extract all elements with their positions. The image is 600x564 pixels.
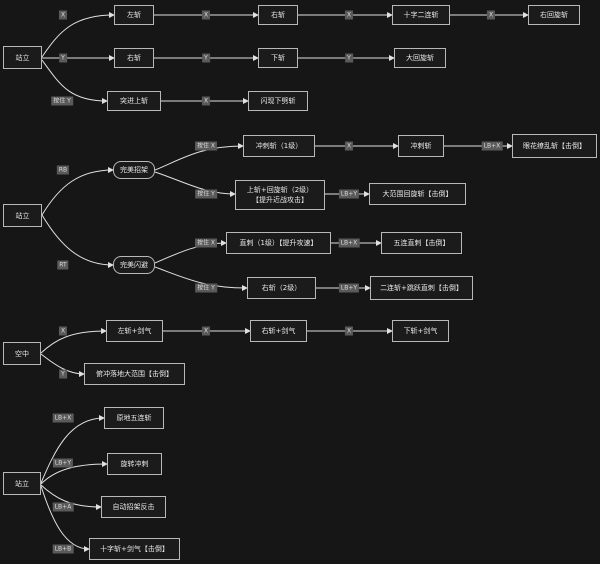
edge-g4-1 bbox=[40, 415, 105, 484]
edge-g4-2 bbox=[40, 461, 108, 485]
edge-g3-4 bbox=[40, 353, 85, 377]
edge-label-g2-9: LB+X bbox=[338, 238, 360, 248]
node-g3-dive-slam: 俯冲落地大范围【击倒】 bbox=[84, 363, 185, 385]
node-g2-perfect-parry: 完美招架 bbox=[113, 161, 155, 179]
edge-g3-1 bbox=[40, 328, 107, 354]
edge-g1-1 bbox=[41, 12, 115, 58]
edge-g2-3 bbox=[154, 143, 244, 171]
edge-label-g1-3: X bbox=[344, 10, 354, 20]
edge-label-g2-10: 按住 Y bbox=[195, 283, 217, 293]
edge-label-g1-4: X bbox=[486, 10, 496, 20]
edge-label-g3-2: X bbox=[201, 326, 211, 336]
edge-label-g2-4: X bbox=[344, 141, 354, 151]
node-g4-auto-counter: 自动招架反击 bbox=[101, 496, 166, 518]
edge-g2-2 bbox=[41, 214, 114, 268]
edge-label-g3-3: X bbox=[344, 326, 354, 336]
node-g3-left-slash-qi: 左斩+剑气 bbox=[106, 320, 163, 342]
node-g2-dazzle-slash: 眼花缭乱斩【击倒】 bbox=[512, 134, 597, 158]
node-g2-dash-slash: 冲刺斩 bbox=[398, 135, 444, 157]
edge-label-g1-1: X bbox=[58, 10, 68, 20]
edge-label-g2-2: RT bbox=[57, 260, 69, 270]
edge-label-g4-1: LB+X bbox=[52, 413, 74, 423]
edge-label-g1-9: X bbox=[201, 96, 211, 106]
node-g1-big-spin: 大回旋斩 bbox=[394, 48, 446, 68]
node-g4-root: 站立 bbox=[3, 472, 41, 495]
edge-label-g1-5: Y bbox=[59, 53, 67, 63]
edge-g2-8 bbox=[154, 240, 227, 264]
node-g1-right-spin: 右回旋斩 bbox=[528, 5, 580, 25]
edge-label-g2-5: LB+X bbox=[481, 141, 503, 151]
edge-g2-10 bbox=[154, 266, 248, 291]
node-g1-flash-down: 闪现下劈斩 bbox=[248, 91, 308, 111]
node-g2-root: 站立 bbox=[3, 204, 42, 227]
edge-label-g2-1: RB bbox=[56, 165, 70, 175]
edge-label-g2-11: LB+Y bbox=[338, 283, 360, 293]
node-g2-dash-slash-1: 冲刺斩（1级） bbox=[243, 135, 315, 157]
node-g1-rush-up: 突进上斩 bbox=[107, 91, 161, 111]
node-g1-root: 站立 bbox=[3, 46, 42, 69]
edge-label-g1-2: X bbox=[201, 10, 211, 20]
node-g4-five-slash: 原地五连斩 bbox=[104, 407, 164, 429]
node-g1-cross-combo: 十字二连斩 bbox=[392, 5, 450, 25]
edge-label-g1-7: Y bbox=[345, 53, 353, 63]
edge-label-g2-3: 按住 X bbox=[194, 141, 218, 151]
node-g2-thrust-1: 直刺（1级）【提升攻速】 bbox=[226, 232, 331, 254]
edge-g1-8 bbox=[41, 59, 108, 104]
node-g1-down-slash: 下斩 bbox=[258, 48, 298, 68]
node-g2-five-thrust: 五连直刺【击倒】 bbox=[381, 232, 462, 254]
edge-label-g4-2: LB+Y bbox=[52, 458, 74, 468]
edge-label-g4-3: LB+A bbox=[52, 502, 74, 512]
node-g2-perfect-dodge: 完美闪避 bbox=[113, 256, 155, 274]
edge-label-g4-4: LB+B bbox=[52, 544, 74, 554]
edge-label-g2-6: 按住 Y bbox=[195, 189, 217, 199]
edge-label-g1-8: 按住 Y bbox=[51, 96, 73, 106]
edge-g2-1 bbox=[41, 167, 114, 216]
edge-label-g1-6: Y bbox=[202, 53, 210, 63]
node-g4-cross-slash-qi: 十字斩+剑气【击倒】 bbox=[89, 538, 180, 560]
node-g3-root: 空中 bbox=[3, 342, 41, 365]
node-g2-up-spin-2: 上斩+回旋斩（2级） 【提升近战攻击】 bbox=[235, 180, 325, 210]
edge-g4-4 bbox=[40, 485, 90, 552]
edge-label-g3-4: Y bbox=[59, 369, 67, 379]
edge-g4-3 bbox=[40, 484, 102, 510]
node-g3-down-slash-qi: 下斩+剑气 bbox=[392, 320, 449, 342]
node-g1-right-slash-2: 右斩 bbox=[114, 48, 154, 68]
node-g2-right-slash-2: 右斩（2级） bbox=[247, 277, 316, 299]
edge-label-g2-8: 按住 X bbox=[194, 238, 218, 248]
node-g3-right-slash-qi: 右斩+剑气 bbox=[250, 320, 307, 342]
edge-label-g3-1: X bbox=[58, 326, 68, 336]
node-g4-spin-dash: 旋转冲刺 bbox=[107, 453, 162, 475]
node-g2-double-slash-jump: 二连斩+跳跃直刺【击倒】 bbox=[370, 276, 473, 300]
node-g1-left-slash: 左斩 bbox=[114, 5, 154, 25]
edge-label-g2-7: LB+Y bbox=[338, 189, 360, 199]
edge-g2-6 bbox=[154, 171, 236, 197]
node-g2-wide-spin: 大范围回旋斩【击倒】 bbox=[369, 183, 466, 205]
node-g1-right-slash: 右斩 bbox=[258, 5, 298, 25]
